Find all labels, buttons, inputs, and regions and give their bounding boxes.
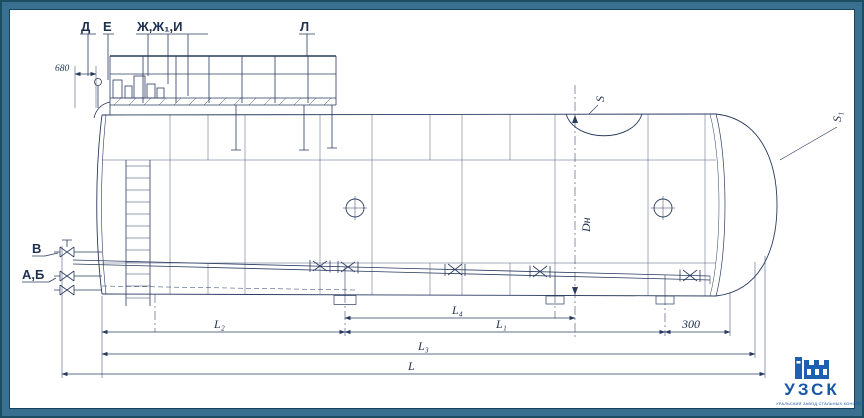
bottom-pipe (72, 259, 711, 296)
callout-zh-zh1-i: Ж,Ж₁,И (136, 19, 182, 34)
uzsk-factory-icon (795, 357, 829, 380)
callout-l: Л (300, 19, 309, 34)
ladder (125, 160, 151, 306)
diameter-arrows (572, 115, 578, 295)
dim-l1: L₁ (495, 317, 507, 331)
dim-l3: L₃ (417, 339, 429, 353)
dim-300: 300 (681, 317, 700, 331)
dim-l4: L₄ (451, 303, 463, 317)
uzsk-logo: УЗСК УРАЛЬСКИЙ ЗАВОД СТАЛЬНЫХ КОНСТРУКЦИ… (776, 354, 864, 406)
drain-sumps (333, 295, 675, 305)
dim-s: S (593, 96, 607, 102)
axis-lines (154, 85, 666, 340)
dim-dn: Dн (579, 217, 593, 233)
manhole-right (651, 196, 675, 220)
uzsk-logo-caption: УРАЛЬСКИЙ ЗАВОД СТАЛЬНЫХ КОНСТРУКЦИЙ (776, 401, 864, 406)
side-valves (54, 239, 102, 296)
callout-ab: А,Б (22, 267, 44, 282)
dim-l2: L₂ (213, 317, 225, 331)
callout-d: Д (81, 19, 91, 34)
dimension-lines (61, 71, 766, 377)
callout-leaders (22, 33, 838, 283)
dim-s1: S₁ (830, 112, 844, 122)
uzsk-logo-text: УЗСК (784, 380, 840, 400)
tank-shell (96, 113, 778, 297)
dim-l: L (407, 359, 415, 373)
extension-lines (61, 66, 766, 378)
hatch-fittings (93, 75, 165, 119)
callout-v: В (32, 241, 41, 256)
callout-e: Е (103, 19, 112, 34)
service-platform (109, 55, 337, 151)
manhole-left (343, 196, 367, 220)
tank-drawing: Д Е Ж,Ж₁,И Л В А,Б 680 L₄ L₂ L₁ 300 L₃ L… (22, 19, 844, 378)
dim-680: 680 (55, 64, 70, 74)
drawing-canvas: Д Е Ж,Ж₁,И Л В А,Б 680 L₄ L₂ L₁ 300 L₃ L… (10, 10, 854, 408)
